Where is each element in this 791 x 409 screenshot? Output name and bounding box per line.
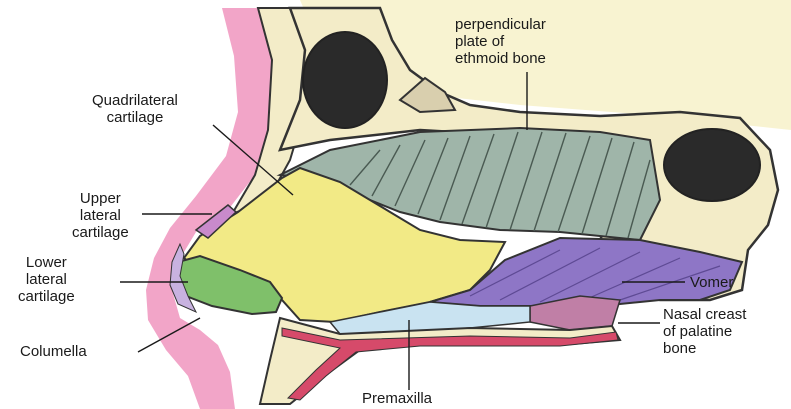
label-premaxilla: Premaxilla (362, 390, 432, 407)
label-upper-lateral-cartilage: Upper lateral cartilage (72, 190, 129, 241)
palate-mucosa (282, 328, 618, 400)
label-columella: Columella (20, 343, 87, 360)
label-vomer: Vomer (690, 274, 733, 291)
label-lower-lateral-cartilage: Lower lateral cartilage (18, 254, 75, 305)
label-perpendicular-plate: perpendicular plate of ethmoid bone (455, 16, 546, 67)
frontal-sinus (303, 32, 387, 128)
sphenoid-sinus (664, 129, 760, 201)
label-quadrilateral-cartilage: Quadrilateral cartilage (92, 92, 178, 126)
palate-bone (260, 318, 620, 404)
label-nasal-crest: Nasal creast of palatine bone (663, 306, 746, 357)
